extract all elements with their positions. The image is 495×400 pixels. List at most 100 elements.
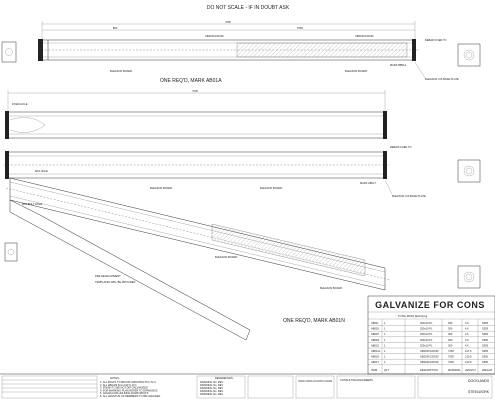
galvanize-cell-len: 300	[448, 321, 453, 325]
galvanize-cell-grade: S355	[482, 327, 489, 331]
diagonal-dev-note-2: TEMPLATES WILL BE PROVIDED	[95, 280, 135, 284]
galvanize-cell-desc: UB203X133X30	[420, 360, 439, 364]
reference-line: DRAWING No. REV	[200, 380, 224, 384]
title-block-project: DOCKLANDS	[468, 379, 490, 383]
diagonal-label-right: BLEASON BOARD	[320, 286, 342, 290]
diagonal-hole-label: M16 HOLE	[35, 169, 48, 173]
top-label-right: UB203X133X30	[355, 34, 374, 38]
galvanize-cell-len: 7030	[448, 360, 454, 364]
note-line: 1. ALL BOLTS TO BE M16 GR8.8 BOLTS U.N.O…	[100, 380, 157, 384]
top-view: 7250 850 5750 UB203X133X30 UB203X133X30 …	[38, 20, 459, 84]
galvanize-footer-cell: WEIGHT	[482, 368, 493, 372]
galvanize-table: GALVANIZE FOR CONS TOTAL MASS (EACH) kg …	[367, 295, 495, 375]
galvanize-cell-mark: AB01N	[371, 327, 379, 331]
galvanize-cell-qty: 1	[384, 321, 386, 325]
galvanize-cell-len: 300	[448, 338, 453, 342]
galvanize-cell-qty: 1	[384, 327, 386, 331]
galvanize-cell-desc: 200x10 PL	[420, 327, 433, 331]
galvanize-cell-mark: AB01S	[371, 343, 379, 347]
galvanize-cell-qty: 1	[384, 360, 386, 364]
galvanize-footer-cell: LENGTH	[465, 368, 476, 372]
note-line: 5. HOLES FOR HOLDING DOWN BOLTS	[100, 391, 149, 395]
galvanize-cell-desc: 200x10 PL	[420, 343, 433, 347]
middle-label-left: FIXED HOLE	[12, 102, 28, 106]
base-plate-detail-left-bottom	[4, 242, 18, 262]
galvanize-footer-cell: QTY	[384, 368, 390, 372]
diagonal-bolt-label: M16 BOLT HOLE	[22, 202, 42, 206]
galvanize-cell-mass: 210.9	[465, 355, 472, 359]
galvanize-cell-grade: S355	[482, 343, 489, 347]
reference-line: DRAWING No. REV	[200, 392, 224, 396]
top-label-left: UB203X133X30	[205, 34, 224, 38]
galvanize-cell-mark: AB01N	[371, 355, 379, 359]
galvanize-cell-desc: 200x10 PL	[420, 338, 433, 342]
galvanize-cell-len: 300	[448, 327, 453, 331]
galvanize-cell-grade: S355	[482, 349, 489, 353]
header-note: DO NOT SCALE - IF IN DOUBT ASK	[207, 5, 290, 11]
galvanize-total-mass: TOTAL MASS (EACH) kg	[398, 314, 428, 318]
top-base-label: BLEASON U/S BASE PLATE	[425, 77, 459, 81]
galvanize-cell-desc: UB203X133X30	[420, 349, 439, 353]
middle-base-label: BLEASON U/S BASE PLATE	[392, 194, 426, 198]
base-plate-detail-right-bottom	[457, 265, 481, 289]
middle-overall-dim: 7030	[192, 89, 198, 93]
galvanize-cell-mark: AB01R	[371, 338, 379, 342]
galvanize-cell-mass: 4.6	[465, 332, 469, 336]
note-line: 3. FINISH TO BE HOT DIP GALVANIZED	[100, 386, 148, 390]
middle-view: 7030 FIXED HOLE MARK AB01T BLEASON BOARD…	[4, 89, 426, 198]
note-line: 6. ALL LENGTHS OF MEMBERS TO BE CHECKED	[100, 394, 160, 398]
galvanize-cell-grade: S355	[482, 360, 489, 364]
title-block-warning: THE DRAWING IS CONFIDENTIAL AND IS THE P…	[298, 379, 332, 383]
galvanize-cell-len: 7030	[448, 355, 454, 359]
galvanize-cell-qty: 1	[384, 349, 386, 353]
note-line: 4. FOR MARKING PLAN REFER TO DRAWINGS	[100, 388, 158, 392]
reference-line: DRAWING No. REV	[200, 386, 224, 390]
bottom-strip: NOTES: 1. ALL BOLTS TO BE M16 GR8.8 BOLT…	[0, 373, 495, 399]
galvanize-cell-mark: AB01L	[371, 321, 379, 325]
top-end-dim: 850	[113, 26, 118, 30]
notes-title: NOTES:	[110, 376, 120, 380]
top-overall-dim: 7250	[225, 20, 231, 24]
galvanize-cell-grade: S355	[482, 321, 489, 325]
top-label-bottom-right: BLEASON BOARD	[345, 69, 367, 73]
middle-label-bottom-right: BLEASON BOARD	[260, 186, 282, 190]
galvanize-cell-mass: 4.6	[465, 338, 469, 342]
top-label-bottom-left: BLEASON BOARD	[110, 69, 132, 73]
middle-label-right: MARK AB01T	[360, 181, 376, 185]
base-plate-detail-left-top	[1, 41, 17, 63]
title-block-sheet: STEELWORK	[468, 390, 490, 394]
top-mark-label: MARK BB01A	[390, 63, 407, 67]
galvanize-cell-grade: S355	[482, 332, 489, 336]
galvanize-cell-mass: 4.6	[465, 321, 469, 325]
notes-lines: 1. ALL BOLTS TO BE M16 GR8.8 BOLTS U.N.O…	[100, 380, 160, 398]
galvanize-footer-cell: ITEM	[371, 368, 377, 372]
top-rebar-label: REBAR FIXED TO	[425, 38, 447, 42]
top-inner-dim: 5750	[297, 26, 303, 30]
top-caption: ONE REQ'D, MARK AB01A	[160, 78, 222, 84]
galvanize-footer-cell: DESCRIPTION	[420, 368, 438, 372]
diagonal-dev-note-1: PRE DEVELOPMENT	[95, 274, 121, 278]
note-line: 2. ALL WELDS 6mm FW U.N.O.	[100, 383, 137, 387]
galvanize-cell-len: 300	[448, 332, 453, 336]
galvanize-cell-qty: 1	[384, 338, 386, 342]
galvanize-cell-mass: 217.5	[465, 349, 472, 353]
middle-label-bottom-left: BLEASON BOARD	[150, 186, 172, 190]
galvanize-cell-mark: AB01P	[371, 332, 379, 336]
title-block-company: CONSULTING ENGINEERS	[340, 378, 373, 382]
base-plate-detail-right-middle	[457, 159, 481, 183]
base-plate-detail-right-top	[457, 43, 481, 67]
galvanize-cell-qty: 1	[384, 332, 386, 336]
diagonal-view: M16 HOLE M16 BOLT HOLE PRE DEVELOPMENT T…	[5, 169, 391, 341]
reference-line: DRAWING No. REV	[200, 383, 224, 387]
galvanize-cell-grade: S355	[482, 355, 489, 359]
galvanize-cell-len: 7250	[448, 349, 454, 353]
middle-rebar-label: REBAR FIXED TO	[390, 145, 412, 149]
galvanize-cell-mass: 4.6	[465, 343, 469, 347]
galvanize-cell-mass: 210.9	[465, 360, 472, 364]
galvanize-cell-mark: AB01AL	[371, 349, 381, 353]
diagonal-caption: ONE REQ'D, MARK AB01N	[283, 318, 345, 324]
references-title: REFERENCES:	[215, 376, 234, 380]
galvanize-cell-desc: 200x10 PL	[420, 321, 433, 325]
